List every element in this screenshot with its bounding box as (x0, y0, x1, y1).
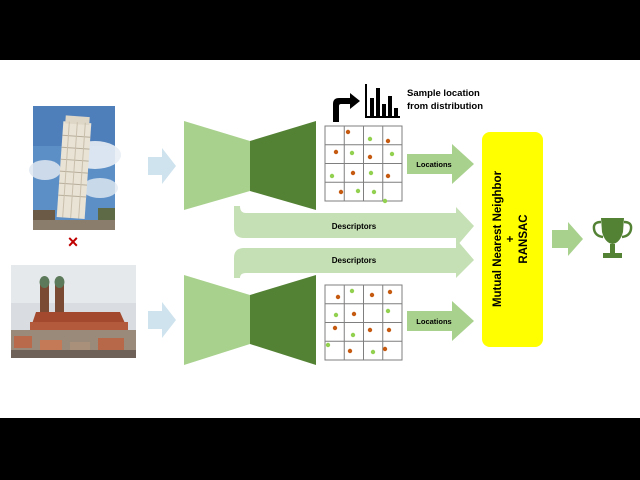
sample-bent-arrow (333, 93, 360, 122)
diagram-slide: × Descriptors Descriptors (0, 60, 640, 418)
keypoint-grid-bottom (324, 284, 403, 361)
encoder-bottom (184, 275, 316, 365)
diagram-canvas: × Descriptors Descriptors (11, 84, 633, 365)
input-arrow-top (148, 148, 176, 184)
cathedral-photo (11, 265, 136, 358)
descriptors-band-bottom: Descriptors (234, 239, 474, 278)
descriptors-label-top: Descriptors (332, 222, 377, 231)
output-arrow (552, 222, 583, 256)
locations-label-top: Locations (416, 160, 451, 169)
descriptors-label-bottom: Descriptors (332, 256, 377, 265)
histogram-icon (365, 84, 400, 118)
matcher-label-line1: Mutual Nearest Neighbor (492, 170, 504, 307)
sample-label-line1: Sample location (407, 88, 480, 99)
reject-mark: × (68, 232, 79, 252)
locations-arrow-bottom: Locations (407, 301, 474, 341)
trophy-icon (592, 218, 633, 258)
keypoint-grid-top (324, 125, 403, 204)
matcher-label-line2: + (505, 235, 517, 242)
matcher-box: Mutual Nearest Neighbor + RANSAC (482, 132, 543, 347)
matcher-label-line3: RANSAC (518, 214, 530, 263)
leaning-tower-photo (29, 106, 121, 230)
descriptors-band-top: Descriptors (234, 206, 474, 247)
sample-label-line2: from distribution (407, 101, 483, 112)
encoder-top (184, 121, 316, 210)
locations-label-bottom: Locations (416, 317, 451, 326)
input-arrow-bottom (148, 302, 176, 338)
locations-arrow-top: Locations (407, 144, 474, 184)
